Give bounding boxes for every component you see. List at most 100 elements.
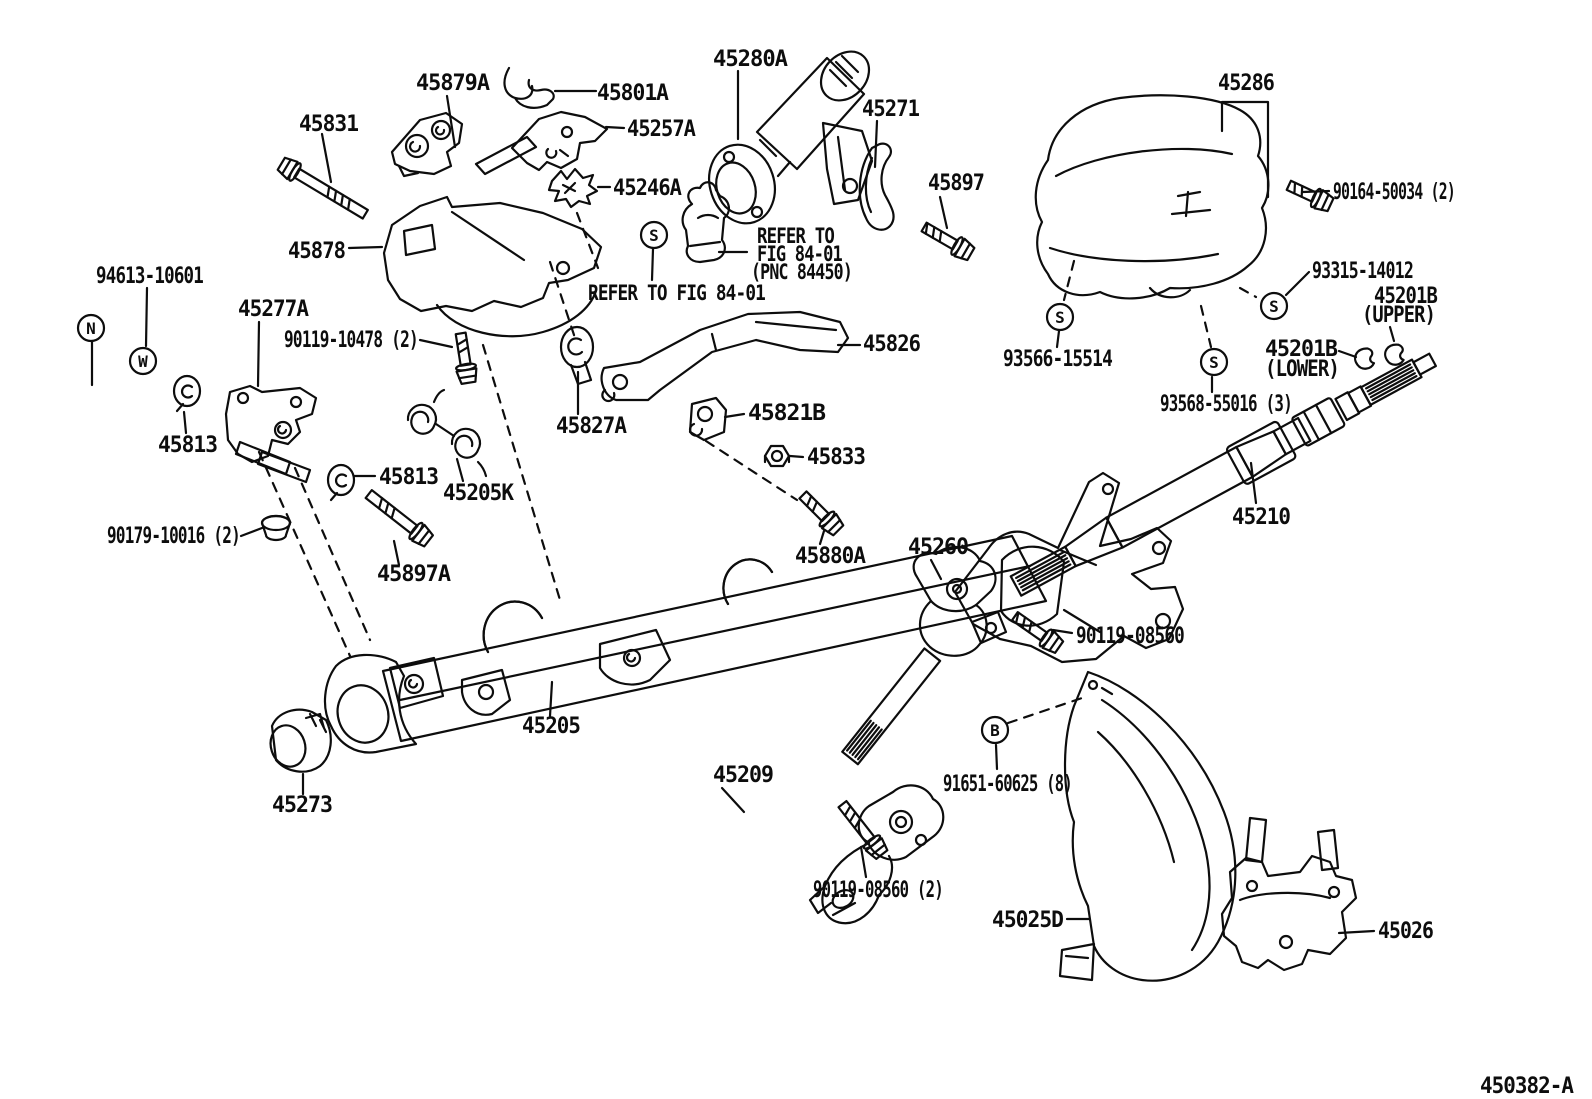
callout-45209: 45209 [713,763,773,788]
leader-line [650,247,655,282]
callout-45257A: 45257A [627,117,696,142]
bolt-icon [1010,611,1065,655]
svg-text:B: B [990,721,1000,740]
callout-45801A: 45801A [597,81,669,106]
leader-line [1249,461,1258,505]
note-refer-s: REFER TO FIG 84-01 [588,281,765,305]
dashed-line [1006,695,1087,725]
leader-line [445,94,457,149]
symbol-b-91651: B [980,715,1010,745]
dashed-line [1238,286,1258,299]
bolt-icon [920,221,976,262]
bolt-icon [276,156,369,220]
svg-text:S: S [1209,353,1219,372]
leader-line [256,320,261,388]
symbol-s-93568: S [1199,347,1229,377]
note-refer-line1: REFER TO [757,224,834,248]
leader-line [1284,270,1311,297]
leader-line [455,457,465,483]
callout-93315-14012: 93315-14012 [1312,259,1413,284]
part-45821B-clamp [688,396,728,442]
leader-line [873,119,879,169]
dashed-line [257,450,352,658]
callout-45826: 45826 [863,332,921,357]
symbol-s-93566: S [1045,302,1075,332]
circled-letter-symbols: S N W S S S B [76,220,1289,745]
leader-line [994,743,999,771]
figure-code: 450382-A [1480,1074,1574,1099]
diagram-artwork [224,50,1437,982]
leader-line [604,125,626,130]
part-45286-cover [1034,94,1270,300]
callout-93566-15514: 93566-15514 [1003,347,1113,372]
callout-45205K: 45205K [443,481,515,506]
callout-45277A: 45277A [238,297,309,322]
callout-45026: 45026 [1378,919,1434,944]
leader-line [1337,929,1376,935]
symbol-n: N [76,313,106,343]
grommet-icon [260,514,292,542]
part-45257A-bracket [474,110,609,176]
leader-line [1388,325,1396,343]
callout-45813-2: 45813 [379,465,438,490]
callout-45271: 45271 [862,97,920,122]
callout-45210: 45210 [1232,505,1290,530]
grommet-icon [326,463,356,502]
svg-text:S: S [1269,297,1279,316]
callout-94613-10601: 94613-10601 [96,264,204,289]
callout-45201B-lower: 45201B [1265,337,1338,362]
part-45209-ujoint [808,784,945,925]
callout-90119-08560-1: 90119-08560 [1076,624,1184,649]
svg-text:W: W [138,352,148,371]
callout-93568-55016: 93568-55016 (3) [1160,392,1292,417]
callout-45813-1: 45813 [158,433,217,458]
part-45246A-clip [547,167,599,209]
part-45878-bracket [382,195,603,338]
leader-line [144,286,149,348]
dashed-line [1199,304,1213,349]
leader-line [182,410,188,435]
callout-45280A: 45280A [713,47,788,72]
leader-line [1337,349,1358,359]
leader-line [859,845,868,879]
callout-45201B-upper: 45201B [1374,284,1438,309]
dashed-line [1062,259,1076,302]
callout-90119-10478: 90119-10478 (2) [284,328,418,353]
part-45025D-cover [1058,670,1237,982]
callout-45879A: 45879A [416,71,490,96]
note-refer-line2: FIG 84-01 [757,242,842,266]
snap-ring-icon [1384,343,1405,366]
callout-45897A: 45897A [377,562,451,587]
callout-45246A: 45246A [613,176,682,201]
leader-line [1051,628,1074,635]
dashed-line [293,466,372,642]
leader-line [239,526,264,538]
part-45210-shaft [1009,352,1437,597]
svg-text:S: S [1055,308,1065,327]
callout-45827A: 45827A [556,414,627,439]
part-45280A-housing [708,50,874,225]
leader-lines-and-fasteners [90,69,1405,935]
symbol-s-93315: S [1259,291,1289,321]
leader-line [347,245,384,250]
part-45277A-bracket [224,384,318,484]
callout-45260: 45260 [908,535,968,560]
callout-45821B: 45821B [748,401,826,426]
callout-45880A: 45880A [795,544,866,569]
callout-45831: 45831 [299,112,359,137]
part-45826-lever [600,310,850,403]
leader-line [392,539,401,567]
part-45205-tube [323,471,1185,754]
callout-90179-10016: 90179-10016 (2) [107,524,240,549]
callout-90119-08560-2: 90119-08560 (2) [813,878,943,903]
callout-45878: 45878 [288,239,345,264]
part-45879A-bracket [390,111,464,178]
snap-ring-icon [1354,347,1376,370]
dashed-line [704,439,799,502]
bolt-icon [454,331,478,385]
part-45273-bushing [269,708,332,773]
part-45260-ujoint [841,545,1008,766]
svg-text:S: S [649,226,659,245]
